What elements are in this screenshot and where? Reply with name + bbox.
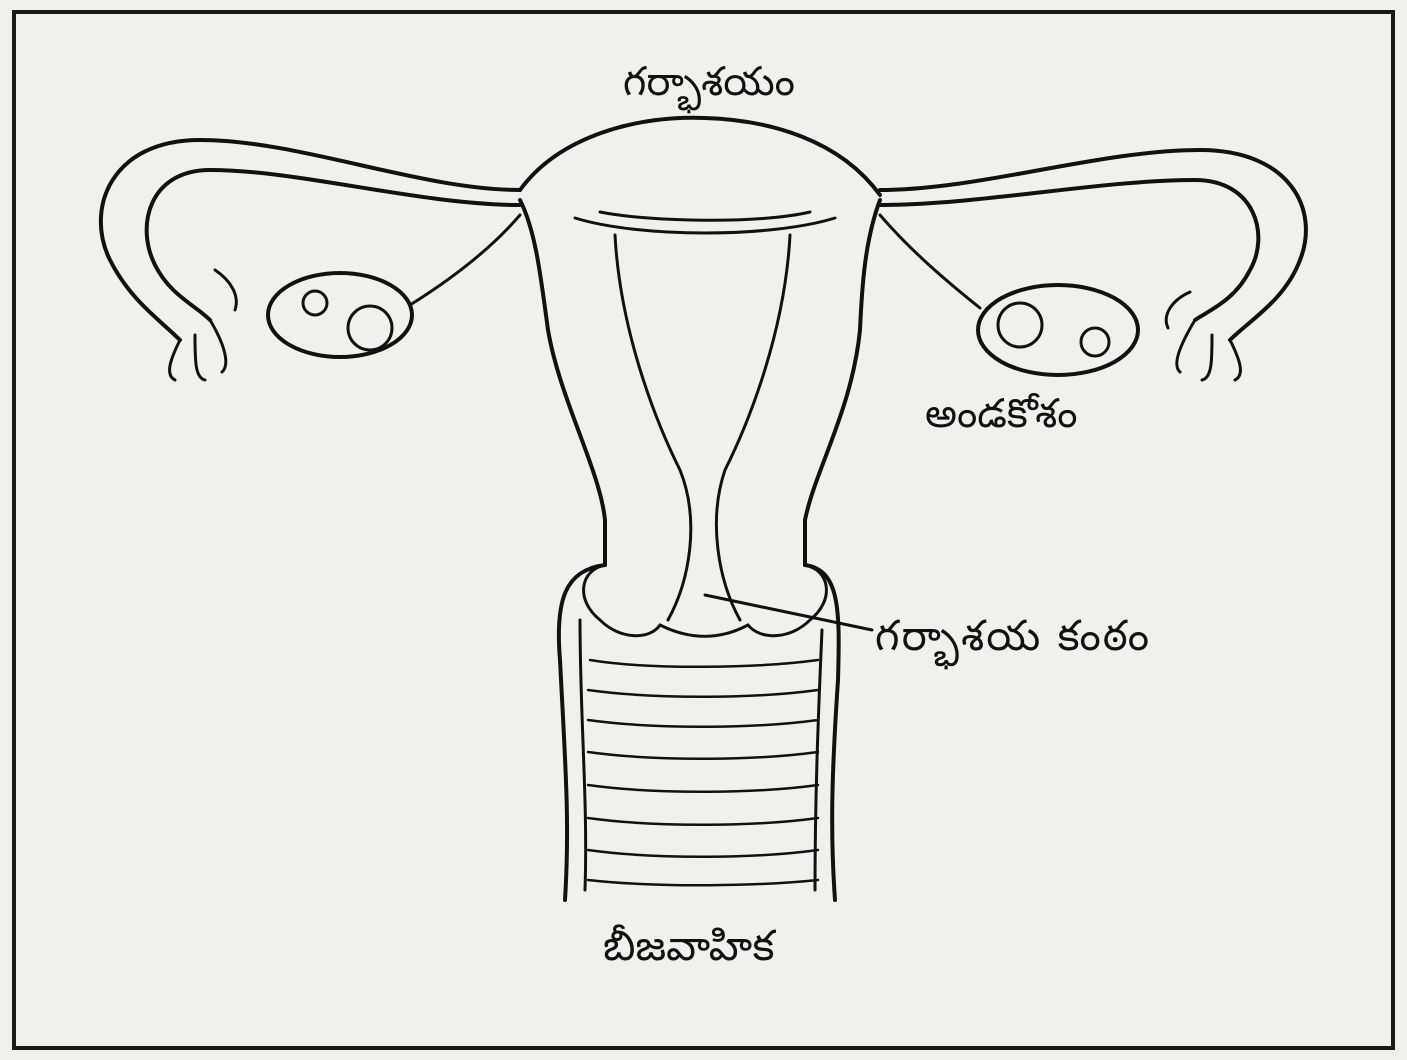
left-ovarian-ligament <box>410 215 520 305</box>
vagina-label: బీజవాహిక <box>603 925 774 967</box>
vagina-right-wall <box>805 565 839 900</box>
uterus-fundus <box>520 118 880 195</box>
left-fallopian-tube-upper <box>101 140 520 340</box>
left-ovary-follicle-small <box>303 291 327 315</box>
uterus-right-inner-wall <box>716 235 790 620</box>
left-fimbriae <box>170 270 237 380</box>
vagina-rugae <box>588 660 818 885</box>
cervix-pointer-line <box>705 595 872 630</box>
uterus-left-outer-wall <box>520 200 605 565</box>
left-ovary-follicle-large <box>348 306 392 350</box>
right-fimbriae <box>1166 292 1240 380</box>
uterus-fundus-inner <box>600 212 810 220</box>
ovary-label: అండకోశం <box>925 394 1078 434</box>
right-fallopian-tube-upper <box>880 150 1306 340</box>
right-ovarian-ligament <box>880 215 980 308</box>
cervix-left-lip <box>584 565 660 636</box>
right-ovary <box>978 285 1138 375</box>
cervical-canal <box>660 625 748 636</box>
cervix-label: గర్భాశయ కంఠం <box>875 615 1151 657</box>
right-ovary-follicle-small <box>1081 328 1109 356</box>
uterus-left-inner-wall <box>615 235 691 620</box>
left-ovary <box>268 273 412 357</box>
uterus-right-outer-wall <box>805 200 880 565</box>
left-fallopian-tube-lower <box>147 170 520 320</box>
right-ovary-follicle-large <box>998 303 1042 347</box>
uterus-label: గర్భాశయం <box>623 62 795 102</box>
cervix-right-lip <box>748 565 826 636</box>
right-fallopian-tube-lower <box>880 180 1258 320</box>
vagina-left-inner <box>580 620 586 890</box>
